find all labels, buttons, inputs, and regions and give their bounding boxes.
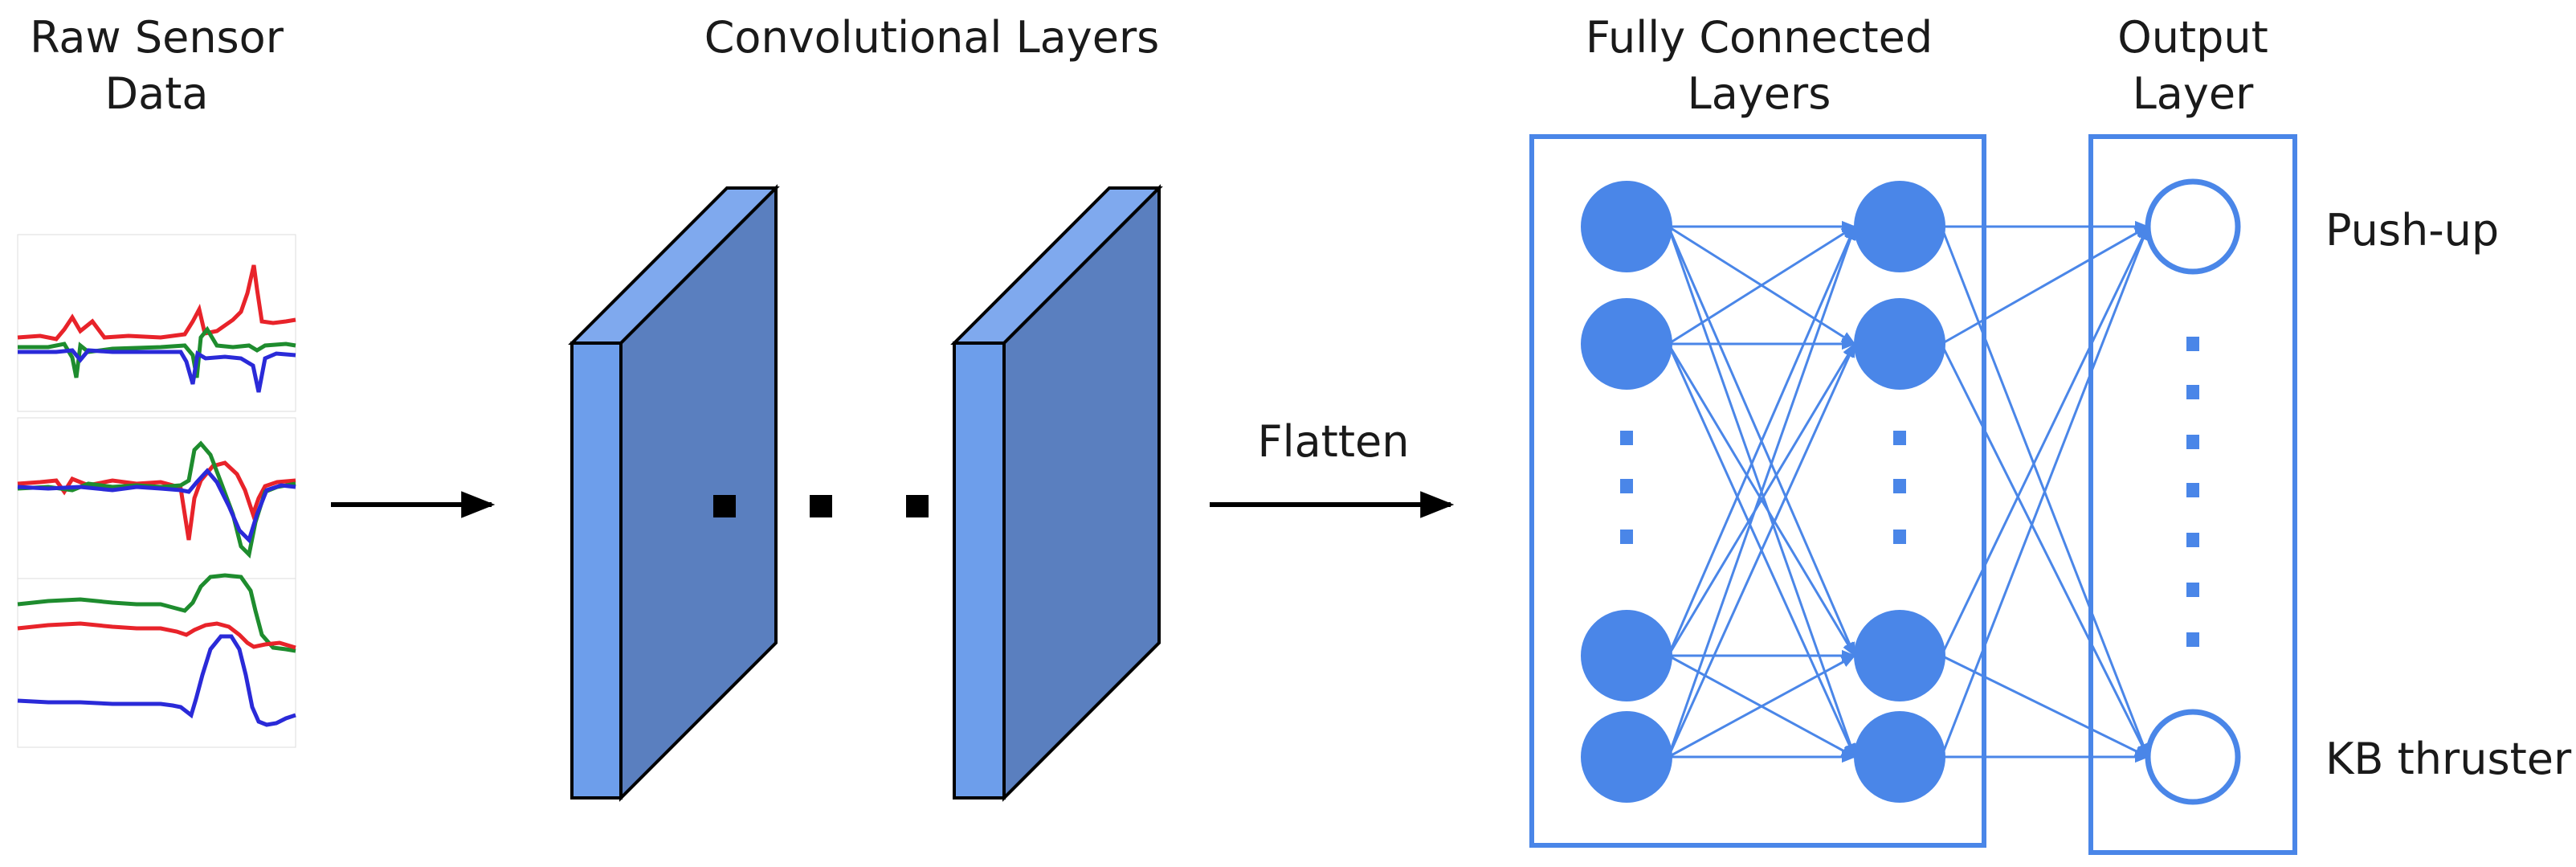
connection-fc2-2-out-1 (1941, 654, 2149, 759)
conv-ellipsis-dot-3 (906, 495, 929, 517)
conv-ellipsis-dot-2 (810, 495, 832, 517)
connection-fc1-3-fc2-1 (1667, 342, 1856, 758)
fc-layers-title: Fully Connected Layers (1526, 10, 1992, 122)
neuron-ellipsis-fc1-dot-1 (1620, 479, 1633, 493)
sensor-plot-1-red-trace (17, 264, 296, 341)
conv-layer-2-front (953, 341, 1006, 800)
connection-fc2-3-out-0 (1940, 225, 2149, 758)
conv-layer-2 (950, 184, 1163, 802)
neuron-ellipsis-output-dot-3 (2186, 483, 2199, 497)
neuron-ellipsis-output-dot-1 (2186, 385, 2199, 399)
conv-layers-title: Convolutional Layers (704, 12, 1160, 63)
fc-layers-box (1529, 134, 1986, 848)
neuron-fc2-3 (1854, 711, 1945, 803)
connection-fc1-2-fc2-0 (1667, 225, 1856, 656)
class-label-push-up: Push-up (2325, 205, 2500, 256)
output-layer-title: Output Layer (2072, 10, 2313, 122)
neuron-ellipsis-output-dot-4 (2186, 533, 2199, 547)
conv-layer-1-front (570, 341, 623, 800)
sensor-plot-1-blue-trace (18, 348, 296, 393)
sensor-plot-2 (17, 417, 296, 579)
neuron-ellipsis-fc2-dot-1 (1893, 479, 1906, 493)
neuron-ellipsis-fc1-dot-0 (1620, 431, 1633, 445)
neuron-ellipsis-fc1-dot-2 (1620, 530, 1633, 544)
neuron-ellipsis-output-dot-6 (2186, 632, 2199, 647)
conv-ellipsis-dot-1 (713, 495, 736, 517)
class-label-kb-thruster: KB thruster (2325, 734, 2572, 784)
connection-fc1-1-fc2-0 (1668, 225, 1856, 346)
neuron-ellipsis-fc2-dot-0 (1893, 431, 1906, 445)
raw-sensor-title: Raw Sensor Data (0, 10, 313, 122)
flatten-label: Flatten (1257, 416, 1410, 467)
neuron-output-0 (2145, 178, 2241, 275)
neuron-ellipses (1620, 337, 2199, 647)
connection-fc2-1-out-1 (1940, 343, 2149, 759)
output-layer-title-line2: Layer (2132, 68, 2254, 119)
neuron-fc1-1 (1581, 298, 1672, 390)
neuron-fc2-1 (1854, 298, 1945, 390)
sensor-plot-3-blue-trace (17, 634, 296, 727)
neuron-output-1 (2145, 709, 2241, 805)
neuron-fc2-2 (1854, 610, 1945, 701)
neurons (1581, 178, 2241, 805)
neuron-fc1-2 (1581, 610, 1672, 701)
neuron-fc2-0 (1854, 181, 1945, 272)
fc-layers-title-line1: Fully Connected (1585, 12, 1933, 63)
connections (1667, 220, 2149, 763)
raw-sensor-title-line1: Raw Sensor (30, 12, 284, 63)
output-layer-box (2088, 134, 2297, 855)
sensor-plot-2-red-trace (17, 460, 296, 541)
connection-fc1-3-fc2-2 (1668, 654, 1856, 759)
neuron-fc1-0 (1581, 181, 1672, 272)
sensor-plot-3-green-trace (17, 573, 296, 653)
conv-layer-1 (568, 184, 780, 802)
neuron-fc1-3 (1581, 711, 1672, 803)
sensor-plot-1-green-trace (18, 325, 296, 378)
sensor-plot-3-red-trace (17, 621, 296, 650)
sensor-plot-3 (17, 573, 296, 748)
neuron-ellipsis-output-dot-0 (2186, 337, 2199, 351)
sensor-plot-2-blue-trace (17, 468, 296, 544)
raw-sensor-title-line2: Data (104, 68, 209, 119)
neuron-ellipsis-fc2-dot-2 (1893, 530, 1906, 544)
output-layer-title-line1: Output (2117, 12, 2268, 63)
neuron-ellipsis-output-dot-2 (2186, 435, 2199, 449)
connection-fc1-3-fc2-0 (1667, 225, 1856, 758)
connection-fc2-2-out-0 (1940, 225, 2149, 656)
sensor-plot-1 (17, 234, 296, 412)
conv-ellipsis (713, 495, 929, 517)
neuron-ellipsis-output-dot-5 (2186, 583, 2199, 597)
connection-fc1-2-fc2-1 (1667, 342, 1856, 656)
fc-layers-title-line2: Layers (1687, 68, 1831, 119)
connection-fc2-1-out-0 (1941, 225, 2149, 346)
